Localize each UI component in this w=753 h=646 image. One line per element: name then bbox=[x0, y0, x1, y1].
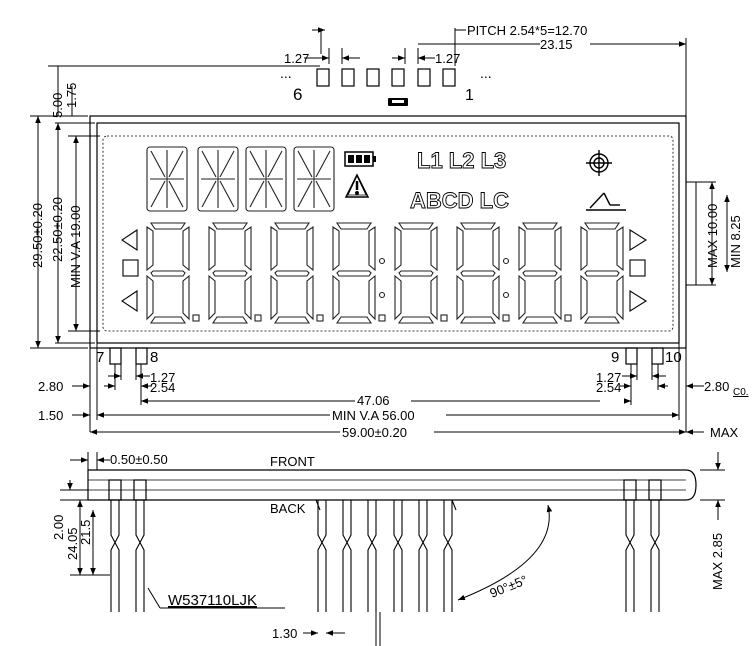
side-view bbox=[87, 469, 697, 501]
min-va-19-dim: MIN V.A 19.00 bbox=[68, 205, 83, 288]
width-5900-dim: 59.00±0.20 bbox=[342, 425, 407, 440]
dots-right: ... bbox=[480, 65, 492, 81]
pin-width-130: 1.30 bbox=[272, 626, 297, 641]
offset-280-left: 2.80 bbox=[38, 379, 63, 394]
seven-seg-digits bbox=[146, 222, 624, 324]
pitch-127-bl: 1.27 bbox=[150, 370, 175, 385]
height-200-dim: 2.00 bbox=[51, 515, 66, 540]
pin-6-label: 6 bbox=[293, 85, 302, 104]
crosshair-icon bbox=[586, 150, 612, 176]
width-4706-dim: 47.06 bbox=[357, 393, 390, 408]
right-indicators bbox=[629, 229, 648, 312]
angle-dim: 90°±5° bbox=[488, 572, 530, 601]
angle-icon bbox=[586, 192, 626, 211]
abcd-lc-icons: ABCD LC bbox=[410, 188, 509, 213]
chamfer-label: C0. bbox=[733, 387, 749, 398]
glass-outline bbox=[89, 115, 687, 349]
part-number: W537110LJK bbox=[168, 592, 257, 609]
alnum-chars bbox=[146, 146, 335, 212]
min-825-dim: MIN 8.25 bbox=[728, 215, 743, 268]
pin-9-label: 9 bbox=[611, 349, 619, 366]
pin-1-label: 1 bbox=[465, 87, 474, 104]
offset-150-left: 1.50 bbox=[38, 408, 63, 423]
top-pins bbox=[316, 68, 456, 87]
side-pins bbox=[110, 499, 660, 612]
left-indicators bbox=[121, 228, 139, 313]
pitch-127-br: 1.27 bbox=[596, 370, 621, 385]
bottom-pins bbox=[109, 347, 664, 365]
max-10-dim: MAX 10.00 bbox=[705, 204, 720, 268]
pin-10-label: 10 bbox=[665, 349, 682, 366]
warning-icon bbox=[344, 173, 370, 198]
front-label: FRONT bbox=[270, 454, 315, 469]
height-2250-dim: 22.50±0.20 bbox=[50, 197, 65, 262]
pin-8-label: 8 bbox=[150, 349, 158, 366]
min-va-56-dim: MIN V.A 56.00 bbox=[332, 408, 415, 423]
max-right-label: MAX bbox=[710, 425, 739, 440]
pin-7-label: 7 bbox=[96, 349, 104, 366]
pitch-254-br: 2.54 bbox=[596, 380, 621, 395]
height-2405-dim: 24.05 bbox=[65, 527, 80, 560]
dots-left: ... bbox=[280, 65, 292, 81]
l1-l2-l3-icons: L1 L2 L3 bbox=[417, 148, 506, 173]
max-285-dim: MAX 2.85 bbox=[710, 533, 725, 590]
height-175-dim: 1.75 bbox=[64, 83, 79, 108]
height-2950-dim: 29.50±0.20 bbox=[30, 203, 45, 268]
pitch-127-left: 1.27 bbox=[284, 51, 309, 66]
tolerance-050-dim: 0.50±0.50 bbox=[110, 452, 168, 467]
pitch-dim: PITCH 2.54*5=12.70 bbox=[467, 23, 587, 38]
pitch-127-right: 1.27 bbox=[435, 51, 460, 66]
height-500-dim: 5.00 bbox=[50, 93, 65, 118]
offset-280-right: 2.80 bbox=[704, 379, 729, 394]
pitch-254-bl: 2.54 bbox=[150, 380, 175, 395]
battery-icon bbox=[344, 151, 376, 167]
height-215-dim: 21.5 bbox=[78, 520, 93, 545]
back-label: BACK bbox=[270, 501, 306, 516]
width-23-dim: 23.15 bbox=[540, 37, 573, 52]
